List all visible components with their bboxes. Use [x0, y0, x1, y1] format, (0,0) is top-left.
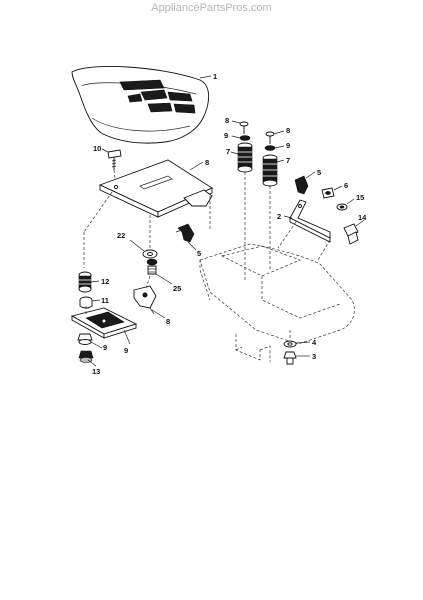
callout-15: 11: [101, 296, 109, 305]
callout-3: 3: [312, 352, 316, 361]
callout-14: 10: [93, 144, 101, 153]
pivot-bracket[interactable]: [133, 285, 157, 315]
shoulder-bolt[interactable]: [146, 258, 158, 275]
seat-bolt[interactable]: [107, 149, 122, 170]
callout-8-right: 8: [286, 126, 290, 135]
nut-13[interactable]: [77, 333, 93, 345]
watermark: AppliancePartsPros.com: [151, 2, 272, 14]
spring-7-right[interactable]: [262, 154, 278, 187]
washer-9-right[interactable]: [264, 145, 276, 151]
callout-17: 13: [92, 367, 100, 376]
spring-7-left[interactable]: [237, 142, 253, 173]
callout-4: 4: [312, 338, 317, 347]
callout-11: 8: [166, 317, 170, 326]
callout-12: 9: [124, 346, 128, 355]
callout-24: 22: [117, 231, 125, 240]
mower-frame-reference: [199, 243, 355, 362]
callout-5-left: 5: [197, 249, 201, 258]
callout-9-left: 9: [224, 131, 228, 140]
spring[interactable]: [78, 271, 92, 293]
callout-25: 25: [173, 284, 181, 293]
callout-16: 12: [101, 277, 109, 286]
seat-cushion-pads: [119, 79, 196, 114]
callout-6: 6: [344, 181, 348, 190]
callout-2: 2: [277, 212, 281, 221]
callout-9-right: 9: [286, 141, 290, 150]
callout-21: 14: [358, 213, 367, 222]
mounting-plate[interactable]: [70, 307, 138, 339]
callout-5-right: 5: [317, 168, 321, 177]
nut-6[interactable]: [321, 187, 335, 199]
bolt-21[interactable]: [343, 223, 359, 245]
callout-8-left: 8: [225, 116, 229, 125]
callout-7-right: 7: [286, 156, 290, 165]
lock-nut[interactable]: [78, 350, 94, 363]
seat-bracket[interactable]: [289, 199, 331, 243]
seat-clip-left[interactable]: [175, 223, 195, 243]
washer-22[interactable]: [336, 203, 348, 211]
leader-1: [199, 75, 212, 79]
screw-right[interactable]: [265, 131, 275, 144]
callout-7-left: 7: [226, 147, 230, 156]
callout-10: 8: [205, 158, 209, 167]
callout-13: 9: [103, 343, 107, 352]
bolt-3[interactable]: [283, 351, 297, 365]
callout-22: 15: [356, 193, 364, 202]
washer[interactable]: [142, 249, 158, 259]
screw-left[interactable]: [239, 121, 249, 134]
washer-9-left[interactable]: [239, 135, 251, 141]
seat[interactable]: [71, 66, 210, 144]
washer-4[interactable]: [283, 340, 297, 348]
seat-clip-right[interactable]: [294, 175, 309, 195]
seat-pan[interactable]: [98, 159, 213, 218]
callout-1: 1: [213, 72, 217, 81]
